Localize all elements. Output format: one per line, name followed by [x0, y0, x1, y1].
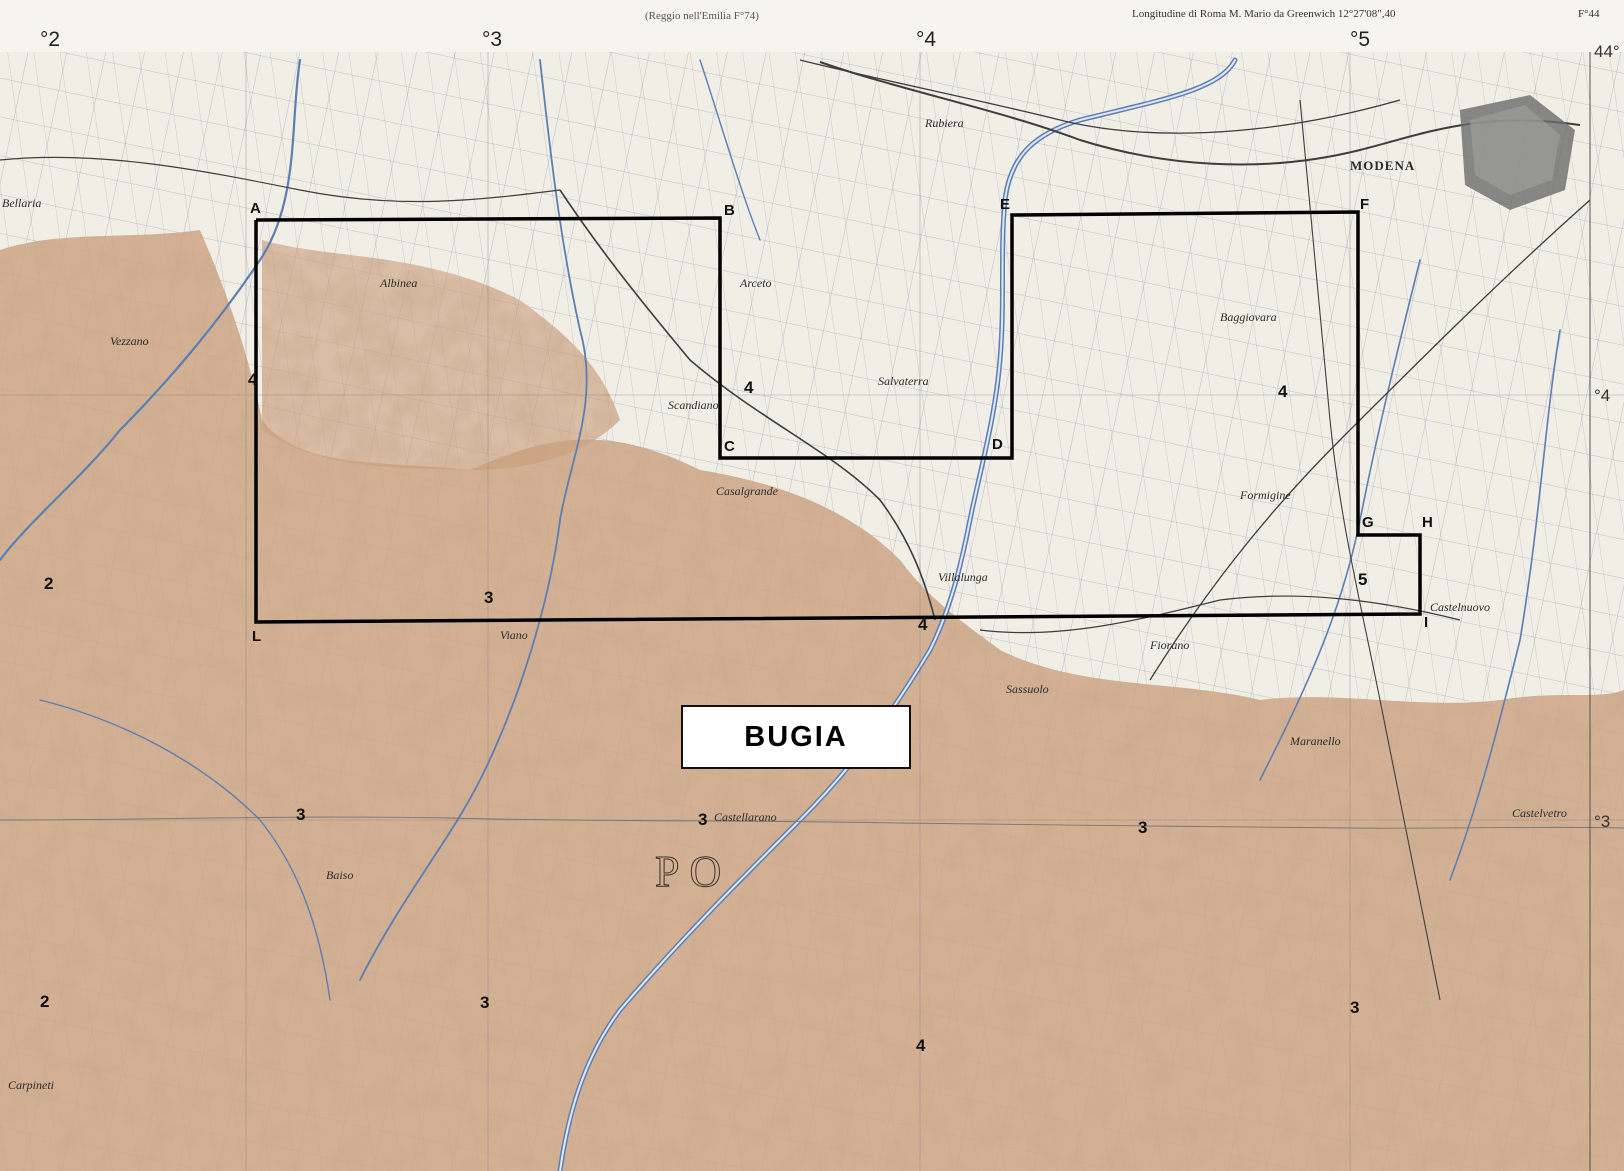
graticule [0, 52, 1624, 1171]
place-castelvetro: Castelvetro [1512, 806, 1567, 820]
right-tick-4: °4 [1594, 386, 1611, 405]
place-fiorano: Fiorano [1150, 638, 1190, 652]
corner-letter-h: H [1422, 514, 1433, 531]
place-salvaterra: Salvaterra [878, 374, 929, 388]
right-tick-3: °3 [1594, 812, 1611, 831]
place-modena: MODENA [1350, 158, 1416, 173]
zone-number: 4 [918, 615, 928, 634]
top-tick-3: °3 [482, 28, 503, 51]
corner-letter-e: E [1000, 196, 1011, 213]
top-tick-4: °4 [916, 28, 937, 51]
place-villalunga: Villalunga [938, 570, 988, 584]
place-rubiera: Rubiera [925, 116, 964, 130]
place-scandiano: Scandiano [668, 398, 719, 412]
corner-letter-g: G [1362, 514, 1374, 531]
bugia-boundary [254, 210, 1422, 624]
place-bellaria: Bellaria [2, 196, 42, 210]
zone-number: 5 [1358, 570, 1368, 589]
corner-letter-c: C [724, 438, 735, 455]
place-carpineti: Carpineti [8, 1078, 55, 1092]
zone-number: 3 [1350, 998, 1360, 1017]
place-vezzano: Vezzano [110, 334, 149, 348]
top-tick-2: °2 [40, 28, 61, 51]
area-label-text: BUGIA [744, 720, 848, 753]
river-label-po: PO [654, 847, 732, 897]
zone-number: 2 [44, 574, 54, 593]
relief-hills [0, 230, 1624, 1171]
place-baiso: Baiso [326, 868, 354, 882]
roads [0, 59, 1624, 1001]
corner-letter-b: B [724, 202, 735, 219]
right-tick-44: 44° [1594, 42, 1620, 61]
place-arceto: Arceto [740, 276, 772, 290]
corner-letter-l: L [252, 628, 262, 645]
zone-number: 2 [40, 992, 50, 1011]
zone-number: 4 [248, 370, 258, 389]
zone-number: 4 [1278, 382, 1288, 401]
longitude-note: Longitudine di Roma M. Mario da Greenwic… [1132, 8, 1396, 20]
zone-number: 4 [744, 378, 754, 397]
place-maranello: Maranello [1290, 734, 1341, 748]
top-margin [0, 0, 1624, 52]
place-formigine: Formigine [1240, 488, 1291, 502]
sheet-title: (Reggio nell'Emilia F°74) [645, 10, 759, 22]
zone-number: 3 [484, 588, 494, 607]
corner-letter-d: D [992, 436, 1003, 453]
zone-number: 3 [480, 993, 490, 1012]
zone-number: 4 [916, 1036, 926, 1055]
area-label-box: BUGIA [681, 705, 911, 769]
place-viano: Viano [500, 628, 528, 642]
place-castelnuovo: Castelnuovo [1430, 600, 1490, 614]
corner-letter-f: F [1360, 196, 1370, 213]
rivers [0, 57, 1561, 1171]
top-tick-5: °5 [1350, 28, 1371, 51]
corner-letter-i: I [1424, 614, 1429, 631]
place-albinea: Albinea [380, 276, 418, 290]
corner-letter-a: A [250, 200, 261, 217]
corner-note: F°44 [1578, 8, 1600, 20]
zone-number: 3 [1138, 818, 1148, 837]
zone-number: 3 [698, 810, 708, 829]
modena-urban-area [1460, 95, 1575, 210]
zone-number: 3 [296, 805, 306, 824]
place-casalgrande: Casalgrande [716, 484, 779, 498]
place-castellarano: Castellarano [714, 810, 777, 824]
place-sassuolo: Sassuolo [1006, 682, 1049, 696]
place-baggiovara: Baggiovara [1220, 310, 1277, 324]
